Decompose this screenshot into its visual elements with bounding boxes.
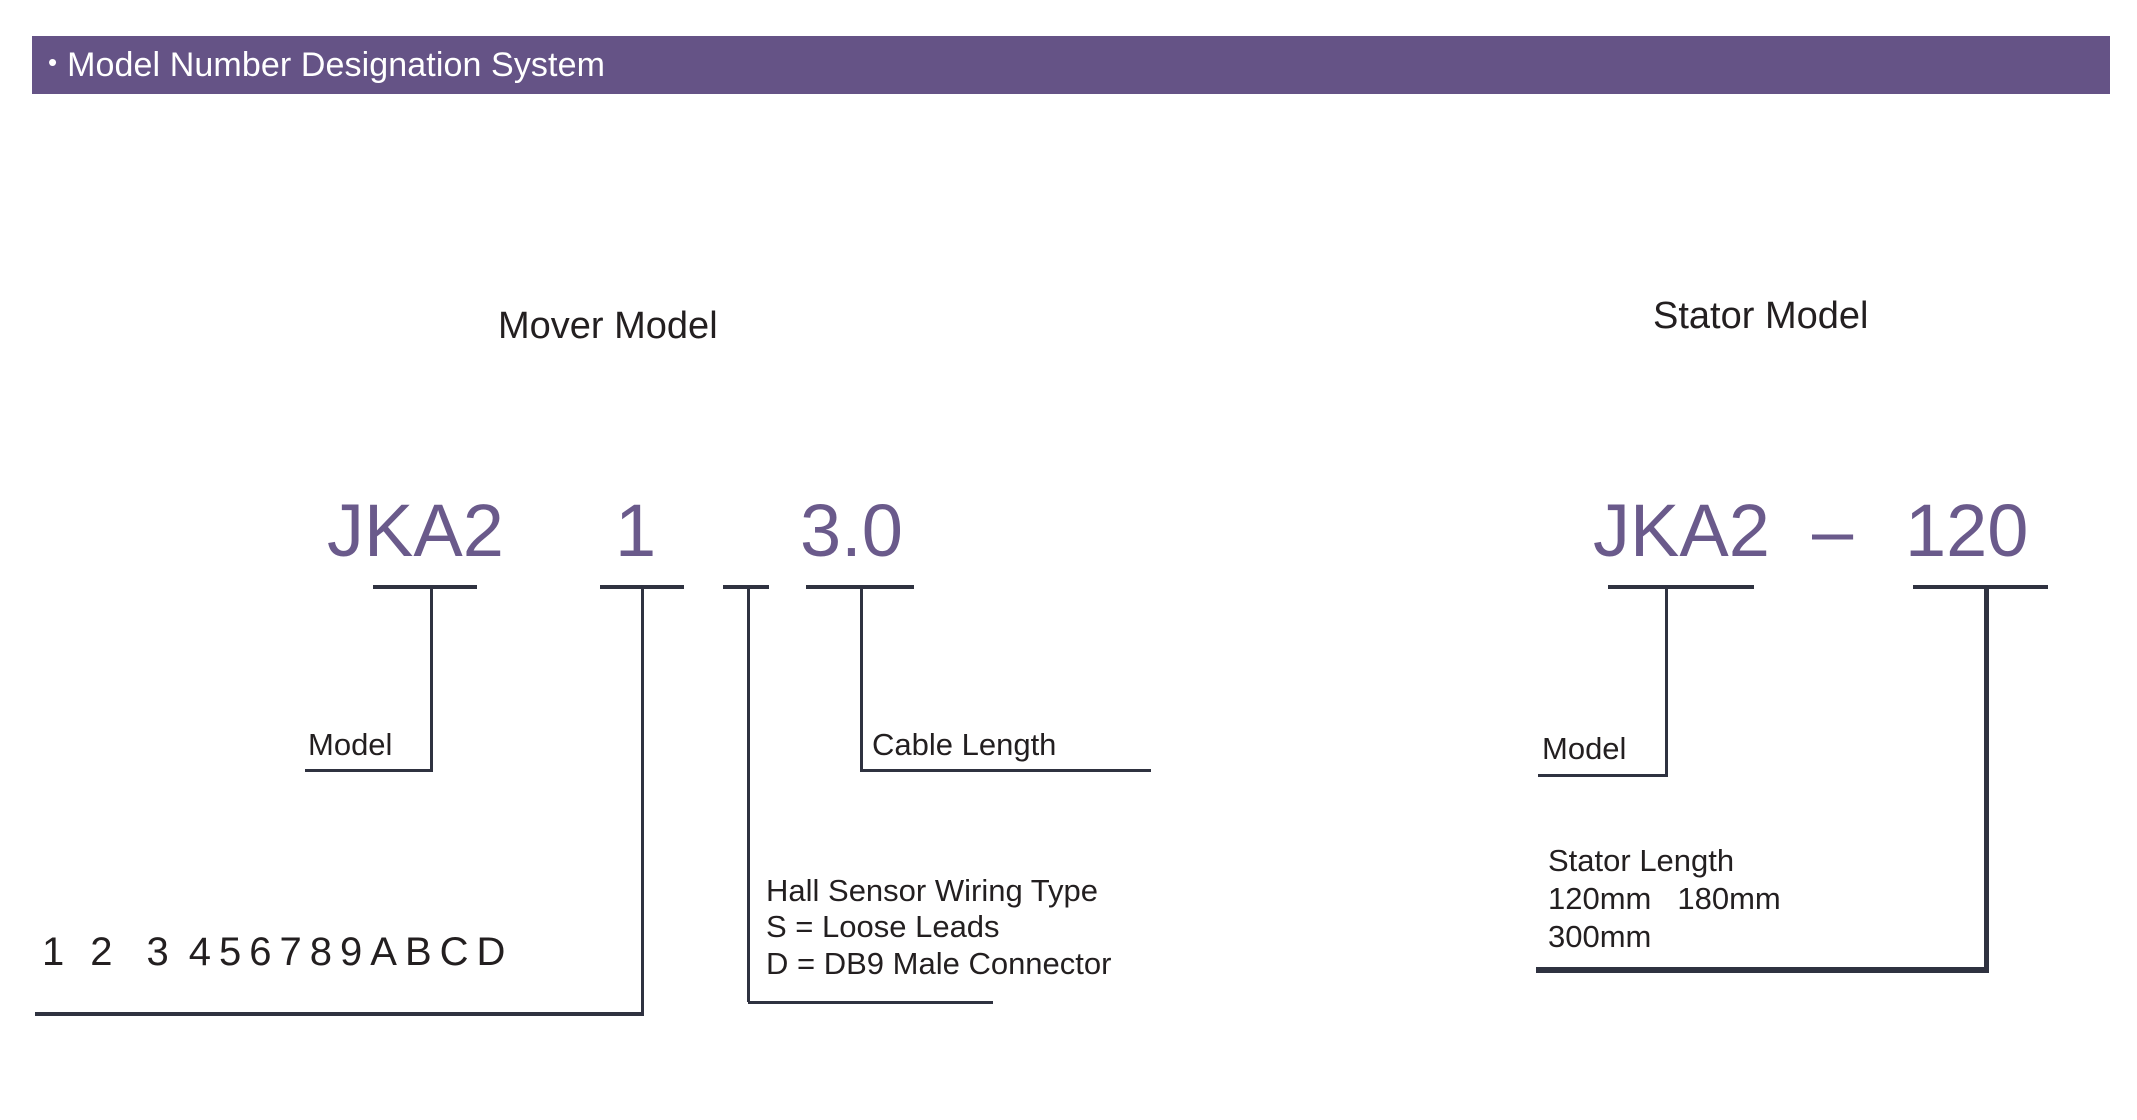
mover-legend-underline xyxy=(35,1012,644,1016)
legend-char: 1 xyxy=(42,930,65,974)
legend-char: A xyxy=(370,930,397,974)
stator-code-dash: – xyxy=(1812,489,1854,572)
stator-length-values-row-1: 120mm 180mm xyxy=(1548,881,1781,917)
stator-length-value: 120mm xyxy=(1548,881,1652,916)
mover-legend-leader-vertical xyxy=(641,587,644,1015)
mover-hall-callout: Hall Sensor Wiring Type S = Loose Leads … xyxy=(766,873,1326,982)
stator-model-label-underline xyxy=(1538,774,1668,777)
mover-hall-leader-vertical xyxy=(747,587,750,1002)
hall-callout-title: Hall Sensor Wiring Type xyxy=(766,873,1098,908)
mover-model-leader-vertical xyxy=(430,587,433,772)
stator-section-heading: Stator Model xyxy=(1653,295,1869,337)
stator-length-label: Stator Length xyxy=(1548,843,1735,878)
legend-char: 8 xyxy=(309,930,332,974)
mover-code-cable: 3.0 xyxy=(800,489,903,572)
hall-callout-option-s: S = Loose Leads xyxy=(766,909,1000,945)
legend-char: 2 xyxy=(90,930,113,974)
legend-char: 3 xyxy=(146,930,169,974)
stator-length-value: 180mm xyxy=(1677,881,1781,916)
stator-length-values-row-2: 300mm xyxy=(1548,919,1652,954)
mover-model-label: Model xyxy=(308,727,393,762)
legend-char: 7 xyxy=(279,930,302,974)
mover-section-heading: Mover Model xyxy=(498,305,718,347)
stator-model-underline xyxy=(1608,585,1754,589)
stator-length-underline xyxy=(1913,585,2048,589)
mover-cable-label: Cable Length xyxy=(872,727,1057,762)
page-title: Model Number Designation System xyxy=(67,45,605,84)
legend-char: 5 xyxy=(219,930,242,974)
legend-char: D xyxy=(476,930,506,974)
stator-length-leader-vertical xyxy=(1984,587,1989,972)
legend-char: 4 xyxy=(188,930,211,974)
hall-callout-option-d: D = DB9 Male Connector xyxy=(766,945,1112,981)
mover-cable-leader-vertical xyxy=(860,587,863,772)
mover-cable-label-underline xyxy=(861,769,1151,772)
legend-char: C xyxy=(439,930,469,974)
bullet-icon: • xyxy=(48,47,58,77)
stator-model-label: Model xyxy=(1542,731,1627,766)
mover-hallslot-underline xyxy=(723,585,769,589)
mover-model-underline xyxy=(373,585,477,589)
stator-code-length: 120 xyxy=(1905,489,2029,572)
mover-model-label-underline xyxy=(305,769,433,772)
stator-model-leader-vertical xyxy=(1665,587,1668,777)
mover-code-hall: 1 xyxy=(615,489,657,572)
legend-char: 9 xyxy=(340,930,363,974)
legend-char: B xyxy=(404,930,432,974)
mover-code-model: JKA2 xyxy=(327,489,504,572)
stator-length-block-underline xyxy=(1536,967,1989,973)
stator-code-model: JKA2 xyxy=(1593,489,1770,572)
mover-hall-block-underline xyxy=(748,1001,993,1004)
header-band: • Model Number Designation System xyxy=(32,36,2110,94)
legend-char: 6 xyxy=(249,930,272,974)
